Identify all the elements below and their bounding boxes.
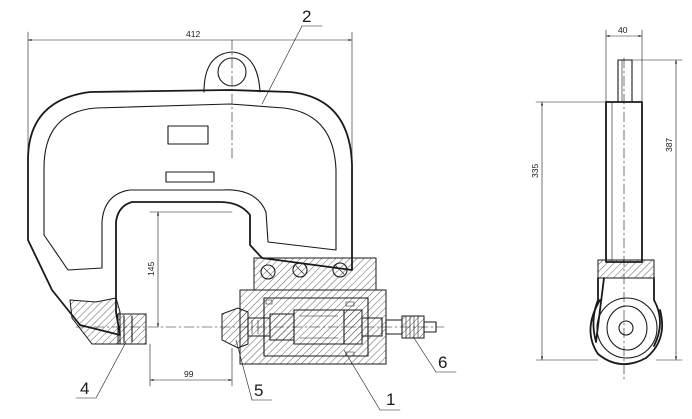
- cylinder-housing: [239, 257, 387, 365]
- dimension-99: 99: [149, 343, 233, 387]
- callout-label-6: 6: [438, 353, 447, 372]
- callout-2: 2: [261, 7, 323, 105]
- callout-1: 1: [343, 349, 401, 411]
- dimension-label-387: 387: [664, 138, 674, 152]
- frame-window-upper: [167, 125, 209, 145]
- callout-5: 5: [235, 339, 273, 401]
- hydraulic-fitting: [385, 315, 437, 339]
- callout-4: 4: [75, 341, 127, 399]
- dimension-335: 335: [530, 101, 607, 361]
- callout-label-1: 1: [386, 390, 395, 409]
- dimension-40: 40: [605, 25, 643, 103]
- callout-6: 6: [413, 337, 457, 373]
- c-frame-body: [27, 89, 353, 336]
- side-view: [589, 57, 664, 381]
- callout-label-5: 5: [254, 381, 263, 400]
- dimension-label-99: 99: [184, 369, 194, 379]
- dimension-387: 387: [631, 59, 683, 361]
- frame-window-lower: [165, 171, 215, 183]
- left-jaw: [69, 297, 147, 345]
- dimension-145: 145: [146, 211, 233, 328]
- dimension-label-145: 145: [146, 262, 156, 276]
- dimension-label-335: 335: [530, 164, 540, 178]
- callout-label-2: 2: [302, 7, 311, 26]
- dimension-label-40: 40: [618, 25, 628, 35]
- callout-label-4: 4: [80, 379, 89, 398]
- dimension-412: 412: [27, 29, 353, 166]
- dimension-label-412: 412: [186, 29, 200, 39]
